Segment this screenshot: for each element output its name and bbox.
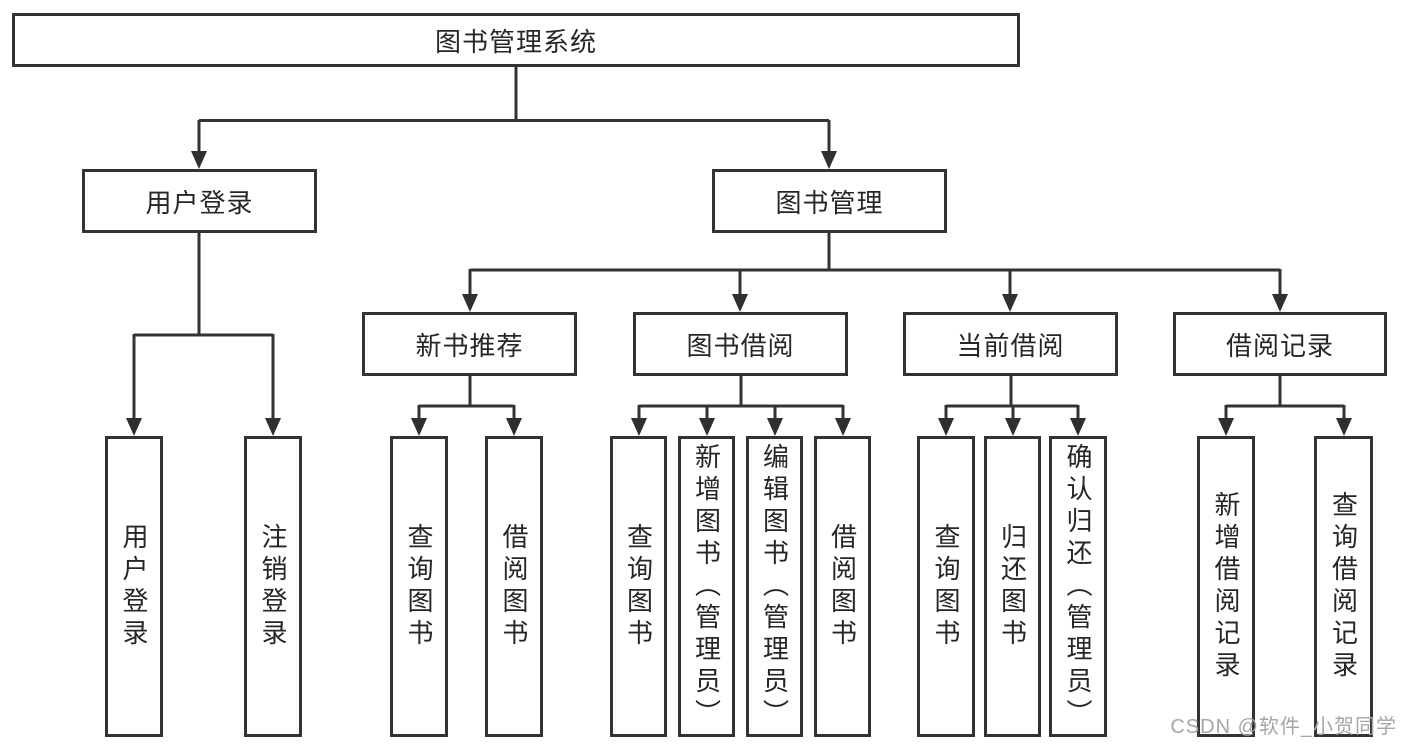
leaf-add-borrow-record: 新增借阅记录 — [1197, 436, 1255, 737]
node-label: 图书借阅 — [686, 330, 795, 361]
node-label: 新书推荐 — [415, 330, 524, 361]
leaf-label: 查询图书 — [404, 522, 434, 651]
node-system-root: 图书管理系统 — [12, 13, 1020, 67]
leaf-query-books-1: 查询图书 — [390, 436, 448, 737]
leaf-label: 新增图书（管理员） — [691, 442, 722, 731]
leaf-label: 借阅图书 — [827, 522, 858, 651]
leaf-label: 确认归还（管理员） — [1063, 442, 1093, 731]
node-user-login: 用户登录 — [82, 169, 317, 233]
leaf-query-books-2: 查询图书 — [610, 436, 667, 737]
node-book-borrow: 图书借阅 — [633, 312, 848, 376]
leaf-label: 查询借阅记录 — [1328, 490, 1359, 683]
leaf-borrow-books-1: 借阅图书 — [485, 436, 543, 737]
node-label: 用户登录 — [145, 187, 254, 218]
leaf-confirm-return-admin: 确认归还（管理员） — [1049, 436, 1107, 737]
leaf-add-books-admin: 新增图书（管理员） — [678, 436, 735, 737]
leaf-user-login: 用户登录 — [105, 436, 163, 737]
leaf-borrow-books-2: 借阅图书 — [814, 436, 871, 737]
node-new-book-recommend: 新书推荐 — [362, 312, 577, 376]
leaf-label: 编辑图书（管理员） — [759, 442, 790, 731]
leaf-logout: 注销登录 — [244, 436, 302, 737]
leaf-return-books: 归还图书 — [984, 436, 1041, 737]
node-label: 当前借阅 — [956, 330, 1065, 361]
leaf-label: 新增借阅记录 — [1211, 490, 1241, 683]
node-borrow-records: 借阅记录 — [1173, 312, 1387, 376]
csdn-watermark: CSDN @软件_小贺同学 — [1170, 716, 1397, 738]
leaf-label: 查询图书 — [931, 522, 961, 651]
leaf-edit-books-admin: 编辑图书（管理员） — [746, 436, 803, 737]
leaf-label: 查询图书 — [623, 522, 654, 651]
node-label: 借阅记录 — [1225, 330, 1334, 361]
node-current-borrow: 当前借阅 — [903, 312, 1118, 376]
leaf-label: 注销登录 — [258, 522, 288, 651]
leaf-query-books-3: 查询图书 — [917, 436, 975, 737]
node-label: 图书管理系统 — [434, 26, 597, 57]
leaf-label: 借阅图书 — [499, 522, 529, 651]
leaf-label: 用户登录 — [119, 522, 149, 651]
leaf-label: 归还图书 — [997, 522, 1028, 651]
leaf-query-borrow-record: 查询借阅记录 — [1314, 436, 1373, 737]
node-book-management: 图书管理 — [712, 169, 947, 233]
node-label: 图书管理 — [775, 187, 884, 218]
